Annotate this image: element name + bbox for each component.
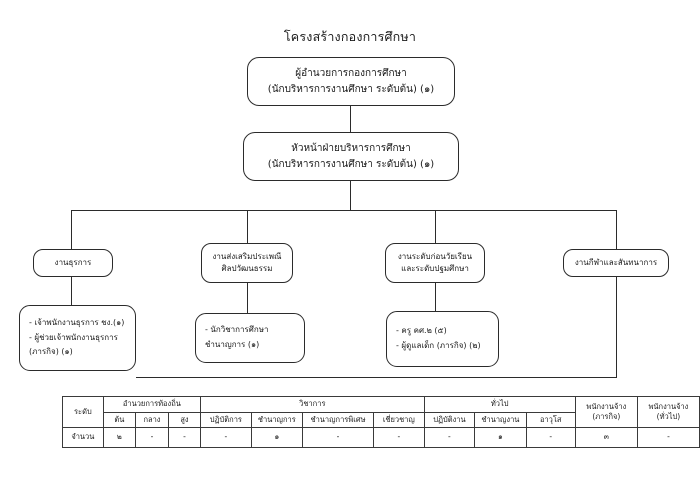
connector-group2-to-detail2 bbox=[247, 283, 248, 313]
header-col-acad-phiset: ชำนาญการพิเศษ bbox=[302, 411, 375, 428]
node-group-3-line2: และระดับปฐมศึกษา bbox=[401, 264, 469, 273]
header-col-local-sung: สูง bbox=[167, 411, 202, 428]
node-group-preschool: งานระดับก่อนวัยเรียน และระดับปฐมศึกษา bbox=[385, 243, 485, 283]
row-label-count: จำนวน bbox=[62, 427, 104, 448]
cell-gen-chamnan: ๑ bbox=[474, 427, 527, 448]
node-head-line1: หัวหน้าฝ่ายบริหารการศึกษา bbox=[291, 143, 411, 154]
node-detail-2-line1: - นักวิชาการศึกษา bbox=[205, 325, 269, 335]
node-detail-2-line2: ชำนาญการ (๑) bbox=[205, 340, 260, 349]
node-director-line2: (นักบริหารการงานศึกษา ระดับต้น) (๑) bbox=[267, 83, 435, 95]
node-group-2-line2: ศิลปวัฒนธรรม bbox=[221, 264, 273, 273]
connector-bus-top bbox=[71, 210, 617, 211]
cell-employee-mission: ๓ bbox=[574, 427, 638, 448]
header-group-local-admin: อำนวยการท้องถิ่น bbox=[102, 396, 202, 413]
connector-drop-group-4 bbox=[616, 210, 617, 249]
node-detail-culture: - นักวิชาการศึกษา ชำนาญการ (๑) bbox=[195, 313, 305, 363]
connector-group3-to-detail3 bbox=[435, 283, 436, 311]
node-group-3-line1: งานระดับก่อนวัยเรียน bbox=[397, 251, 473, 261]
header-col-gen-chamnan: ชำนาญงาน bbox=[474, 411, 527, 428]
header-group-academic: วิชาการ bbox=[200, 396, 425, 413]
connector-drop-group-2 bbox=[247, 210, 248, 243]
node-head: หัวหน้าฝ่ายบริหารการศึกษา (นักบริหารการง… bbox=[243, 132, 459, 181]
node-detail-preschool: - ครู คศ.๒ (๕) - ผู้ดูแลเด็ก (ภารกิจ) (๒… bbox=[386, 311, 499, 367]
header-col-acad-patibat: ปฏิบัติการ bbox=[200, 411, 252, 428]
node-director: ผู้อำนวยการกองการศึกษา (นักบริหารการงานศ… bbox=[247, 57, 455, 106]
cell-gen-awuso: - bbox=[525, 427, 576, 448]
table-row: จำนวน ๒ - - - ๑ - - - ๑ - ๓ - bbox=[62, 427, 700, 448]
node-group-culture: งานส่งเสริมประเพณี ศิลปวัฒนธรรม bbox=[201, 243, 293, 283]
node-head-line2: (นักบริหารการงานศึกษา ระดับต้น) (๑) bbox=[267, 158, 435, 170]
header-col-local-ton: ต้น bbox=[102, 411, 137, 428]
cell-local-ton: ๒ bbox=[102, 427, 137, 448]
header-employee-mission: พนักงานจ้าง (ภารกิจ) bbox=[574, 396, 638, 428]
node-group-sports: งานกีฬาและสันทนาการ bbox=[563, 249, 669, 277]
cell-acad-chamnan: ๑ bbox=[250, 427, 304, 448]
node-group-administration: งานธุรการ bbox=[33, 249, 113, 277]
node-detail-administration: - เจ้าพนักงานธุรการ ชง.(๑) - ผู้ช่วยเจ้า… bbox=[19, 305, 136, 371]
cell-acad-phiset: - bbox=[302, 427, 375, 448]
header-employee-mission-line1: พนักงานจ้าง bbox=[586, 401, 627, 411]
cell-local-klang: - bbox=[135, 427, 169, 448]
node-detail-1-line2: - ผู้ช่วยเจ้าพนักงานธุรการ bbox=[29, 332, 118, 342]
node-group-4-line1: งานกีฬาและสันทนาการ bbox=[574, 257, 658, 267]
staff-summary-table: ระดับ อำนวยการท้องถิ่น วิชาการ ทั่วไป พน… bbox=[62, 396, 700, 448]
header-level: ระดับ bbox=[62, 396, 104, 428]
header-col-acad-chamnan: ชำนาญการ bbox=[250, 411, 304, 428]
cell-employee-general: - bbox=[636, 427, 700, 448]
header-employee-general-line2: (ทั่วไป) bbox=[656, 412, 681, 421]
table-header-row-groups: ระดับ อำนวยการท้องถิ่น วิชาการ ทั่วไป พน… bbox=[62, 396, 700, 428]
cell-gen-patibat: - bbox=[423, 427, 476, 448]
node-detail-3-line2: - ผู้ดูแลเด็ก (ภารกิจ) (๒) bbox=[396, 341, 481, 350]
connector-bus-bottom bbox=[136, 377, 617, 378]
header-col-gen-awuso: อาวุโส bbox=[525, 411, 576, 428]
connector-director-to-head bbox=[350, 106, 351, 132]
node-detail-3-line1: - ครู คศ.๒ (๕) bbox=[396, 326, 447, 336]
cell-local-sung: - bbox=[167, 427, 202, 448]
node-detail-1-line3: (ภารกิจ) (๑) bbox=[29, 347, 73, 357]
header-employee-general: พนักงานจ้าง (ทั่วไป) bbox=[636, 396, 700, 428]
header-employee-general-line1: พนักงานจ้าง bbox=[648, 401, 689, 411]
page-title: โครงสร้างกองการศึกษา bbox=[283, 29, 417, 44]
header-col-gen-patibat: ปฏิบัติงาน bbox=[423, 411, 476, 428]
node-group-1-line1: งานธุรการ bbox=[54, 257, 92, 267]
connector-drop-group-1 bbox=[71, 210, 72, 249]
connector-group1-to-detail1 bbox=[71, 277, 72, 305]
connector-head-stem bbox=[350, 181, 351, 210]
header-employee-mission-line2: (ภารกิจ) bbox=[592, 412, 621, 421]
connector-drop-group-3 bbox=[435, 210, 436, 243]
header-col-local-klang: กลาง bbox=[135, 411, 169, 428]
connector-group4-down bbox=[616, 277, 617, 377]
node-detail-1-line1: - เจ้าพนักงานธุรการ ชง.(๑) bbox=[29, 317, 125, 327]
cell-acad-chiewchan: - bbox=[373, 427, 425, 448]
header-col-acad-chiewchan: เชี่ยวชาญ bbox=[373, 411, 425, 428]
header-group-general: ทั่วไป bbox=[423, 396, 576, 413]
cell-acad-patibat: - bbox=[200, 427, 252, 448]
node-group-2-line1: งานส่งเสริมประเพณี bbox=[212, 251, 282, 261]
node-director-line1: ผู้อำนวยการกองการศึกษา bbox=[295, 68, 407, 79]
